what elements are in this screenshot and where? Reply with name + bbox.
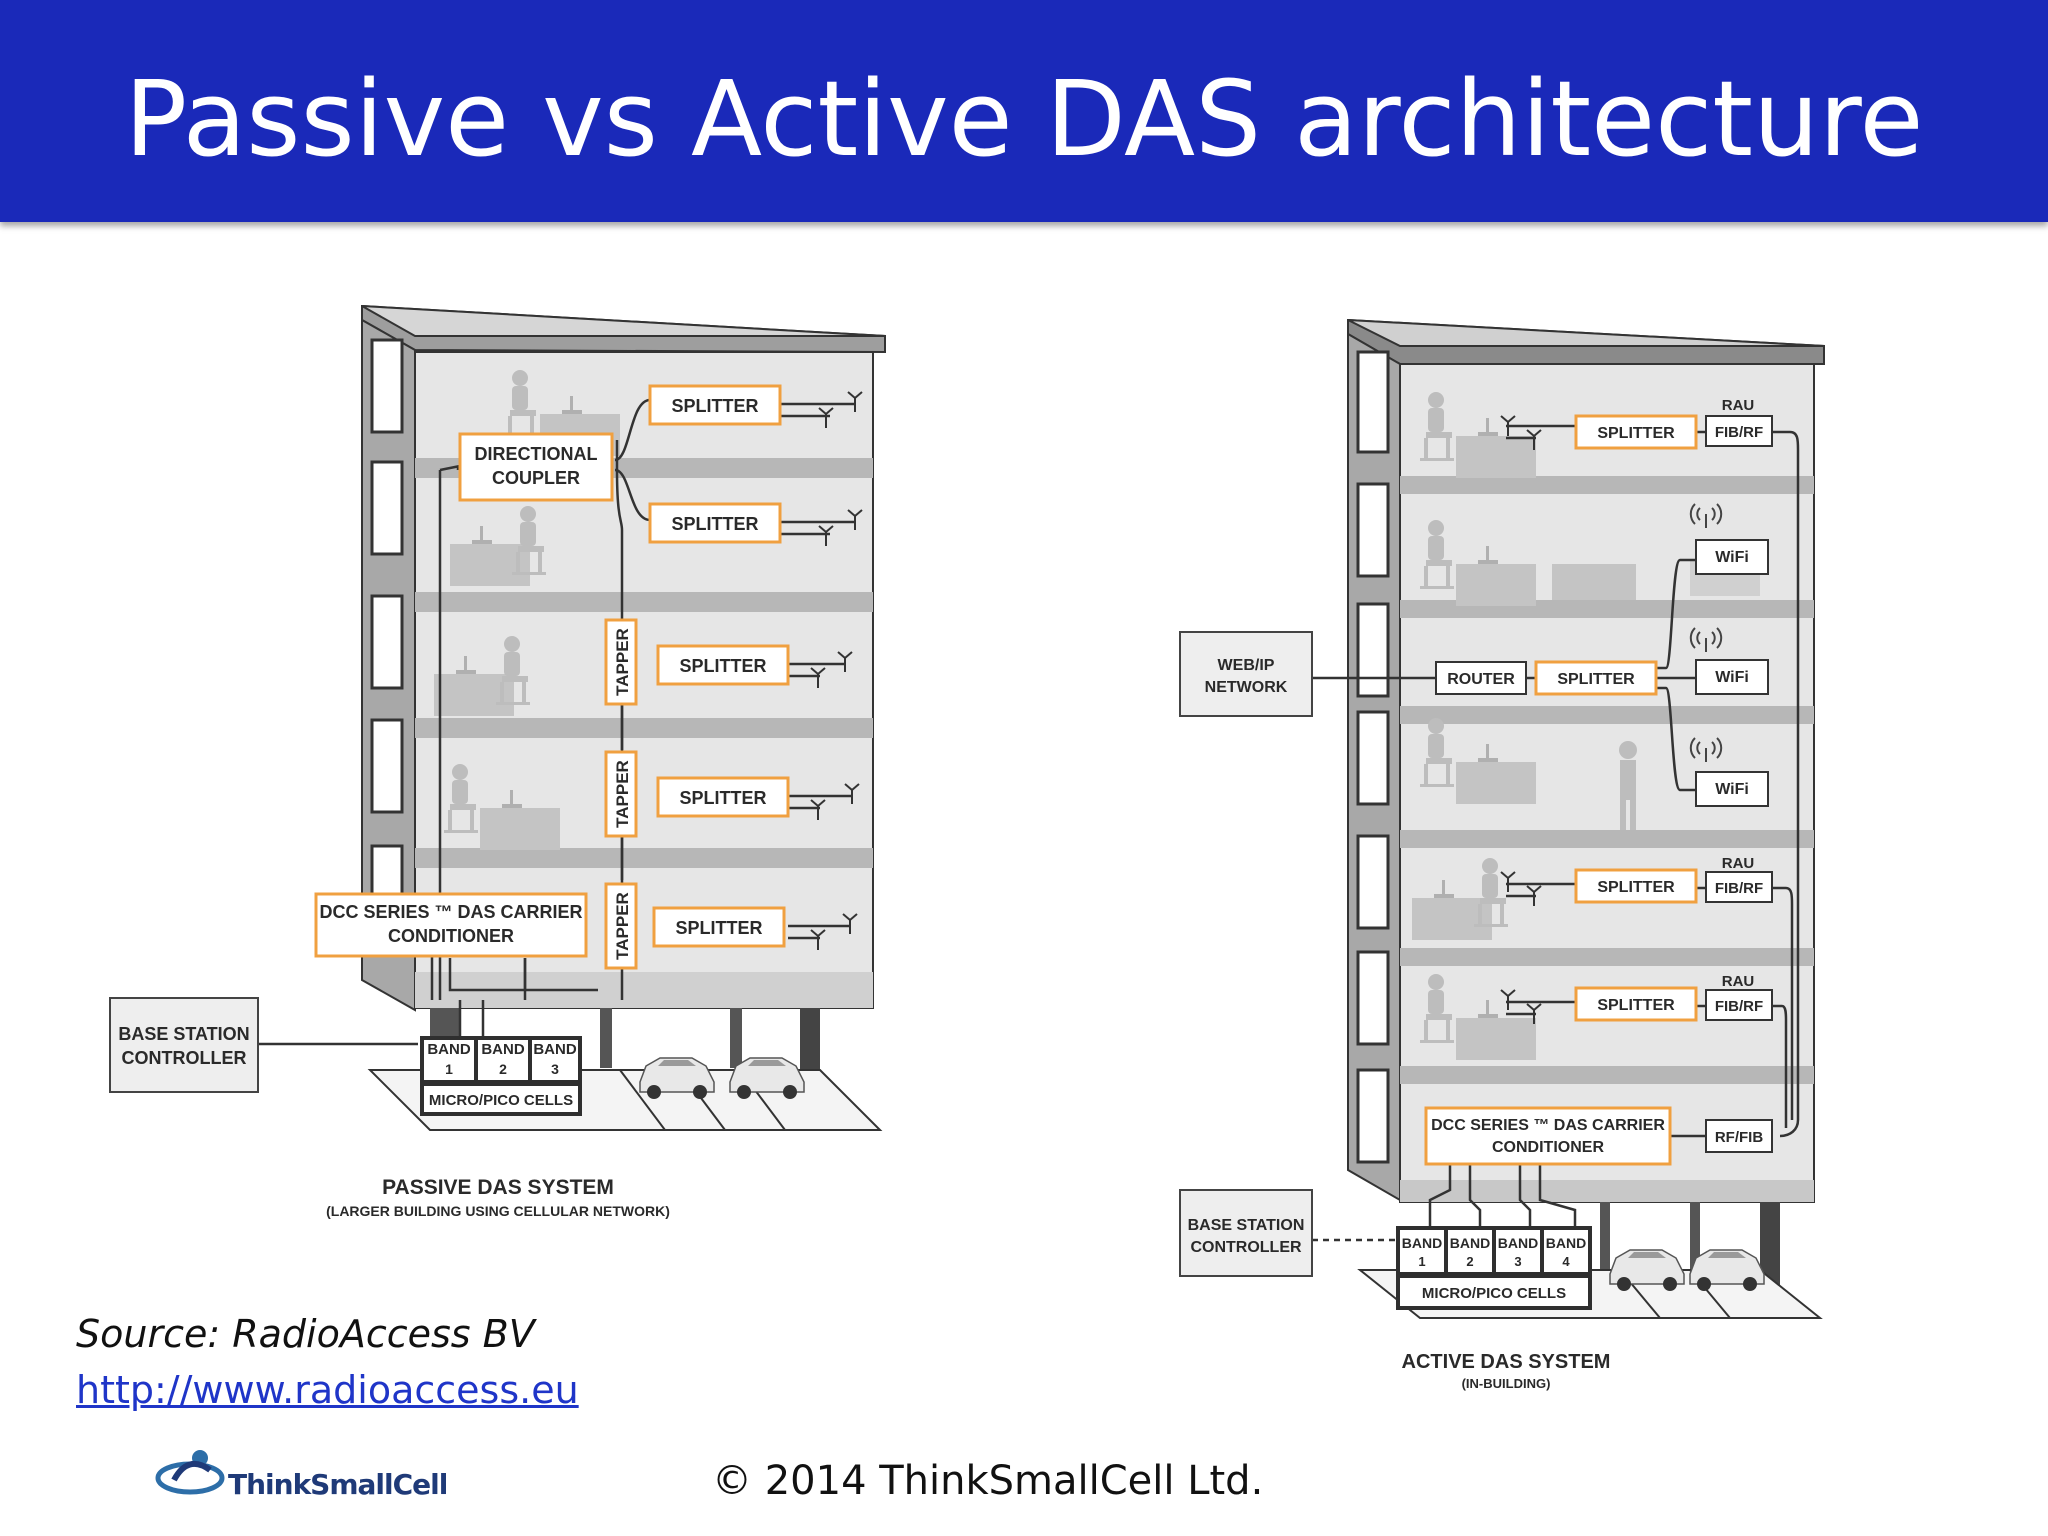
svg-text:FIB/RF: FIB/RF (1715, 998, 1763, 1015)
svg-text:BAND: BAND (481, 1041, 524, 1058)
svg-text:ROUTER: ROUTER (1447, 671, 1515, 688)
svg-text:TAPPER: TAPPER (613, 892, 632, 960)
active-wifi-3: WiFi (1695, 771, 1769, 807)
svg-text:NETWORK: NETWORK (1205, 679, 1288, 696)
passive-wiring (258, 398, 855, 1046)
svg-text:RAU: RAU (1722, 397, 1755, 414)
svg-text:BASE STATION: BASE STATION (1188, 1217, 1305, 1234)
svg-text:TAPPER: TAPPER (613, 760, 632, 828)
active-building (1347, 318, 1825, 1319)
svg-text:RAU: RAU (1722, 855, 1755, 872)
svg-text:FIB/RF: FIB/RF (1715, 424, 1763, 441)
active-splitter-2: SPLITTER (1534, 660, 1658, 696)
active-splitter-3: SPLITTER (1574, 868, 1698, 904)
svg-text:WiFi: WiFi (1715, 669, 1749, 686)
active-splitter-4: SPLITTER (1574, 986, 1698, 1022)
active-rau-1: RAU FIB/RF (1705, 397, 1773, 447)
passive-band-cells: BAND BAND BAND 1 2 3 MICRO/PICO CELLS (420, 1036, 582, 1116)
svg-text:CONDITIONER: CONDITIONER (1492, 1139, 1604, 1156)
active-subcaption: (IN-BUILDING) (1462, 1376, 1551, 1391)
passive-dcc-conditioner: DCC SERIES ™ DAS CARRIER CONDITIONER (314, 892, 588, 958)
svg-text:SPLITTER: SPLITTER (1557, 671, 1635, 688)
svg-text:SPLITTER: SPLITTER (675, 918, 762, 938)
svg-text:BASE STATION: BASE STATION (118, 1024, 249, 1044)
active-dcc-conditioner: DCC SERIES ™ DAS CARRIER CONDITIONER (1424, 1106, 1672, 1166)
active-caption: ACTIVE DAS SYSTEM (1402, 1351, 1611, 1373)
svg-text:MICRO/PICO CELLS: MICRO/PICO CELLS (1422, 1285, 1566, 1302)
active-wifi-1: WiFi (1695, 539, 1769, 575)
active-band-cells: BAND BAND BAND BAND 1 2 3 4 MICRO/PICO C… (1396, 1226, 1592, 1310)
passive-splitter-2: SPLITTER (648, 502, 782, 544)
svg-text:BAND: BAND (1402, 1235, 1442, 1251)
svg-text:BAND: BAND (427, 1041, 470, 1058)
svg-text:WiFi: WiFi (1715, 781, 1749, 798)
svg-text:COUPLER: COUPLER (492, 468, 580, 488)
svg-text:FIB/RF: FIB/RF (1715, 880, 1763, 897)
svg-text:RAU: RAU (1722, 973, 1755, 990)
svg-text:DCC SERIES ™ DAS CARRIER: DCC SERIES ™ DAS CARRIER (319, 902, 582, 922)
title-bar: Passive vs Active DAS architecture (0, 0, 2048, 222)
active-rf-fib: RF/FIB (1705, 1119, 1773, 1153)
copyright: © 2014 ThinkSmallCell Ltd. (712, 1458, 1264, 1504)
svg-text:2: 2 (499, 1061, 507, 1077)
passive-splitter-4: SPLITTER (656, 776, 790, 818)
svg-text:2: 2 (1466, 1254, 1473, 1269)
passive-splitter-1: SPLITTER (648, 384, 782, 426)
logo-swoosh-icon (155, 1450, 225, 1495)
svg-text:SPLITTER: SPLITTER (679, 788, 766, 808)
svg-text:SPLITTER: SPLITTER (679, 656, 766, 676)
svg-text:SPLITTER: SPLITTER (671, 396, 758, 416)
directional-coupler: DIRECTIONAL COUPLER (458, 432, 614, 502)
active-splitter-1: SPLITTER (1574, 414, 1698, 450)
logo-text: ThinkSmallCell (228, 1468, 448, 1501)
active-router: ROUTER (1435, 661, 1527, 695)
svg-text:DCC SERIES ™ DAS CARRIER: DCC SERIES ™ DAS CARRIER (1431, 1117, 1665, 1134)
svg-text:SPLITTER: SPLITTER (1597, 425, 1675, 442)
svg-text:BAND: BAND (1450, 1235, 1490, 1251)
passive-building (361, 304, 886, 1131)
svg-text:TAPPER: TAPPER (613, 628, 632, 696)
active-wifi-2: WiFi (1695, 659, 1769, 695)
passive-subcaption: (LARGER BUILDING USING CELLULAR NETWORK) (326, 1203, 670, 1219)
svg-text:3: 3 (551, 1061, 559, 1077)
svg-text:4: 4 (1562, 1254, 1570, 1269)
svg-text:SPLITTER: SPLITTER (671, 514, 758, 534)
passive-base-station-controller: BASE STATION CONTROLLER (109, 997, 259, 1093)
active-rau-3: RAU FIB/RF (1705, 973, 1773, 1021)
svg-text:WiFi: WiFi (1715, 549, 1749, 566)
svg-text:SPLITTER: SPLITTER (1597, 997, 1675, 1014)
svg-text:CONTROLLER: CONTROLLER (122, 1048, 247, 1068)
svg-text:DIRECTIONAL: DIRECTIONAL (475, 444, 598, 464)
tapper-1: TAPPER (604, 618, 638, 706)
tapper-3: TAPPER (604, 882, 638, 970)
active-web-ip-network: WEB/IP NETWORK (1179, 631, 1313, 717)
passive-splitter-3: SPLITTER (656, 644, 790, 686)
svg-text:1: 1 (445, 1061, 453, 1077)
passive-splitter-5: SPLITTER (652, 906, 786, 948)
passive-caption: PASSIVE DAS SYSTEM (382, 1176, 614, 1199)
svg-text:BAND: BAND (1546, 1235, 1586, 1251)
source-text: Source: RadioAccess BV (76, 1312, 535, 1356)
svg-text:CONDITIONER: CONDITIONER (388, 926, 514, 946)
active-rau-2: RAU FIB/RF (1705, 855, 1773, 903)
active-base-station-controller: BASE STATION CONTROLLER (1179, 1189, 1313, 1277)
svg-text:BAND: BAND (533, 1041, 576, 1058)
svg-text:3: 3 (1514, 1254, 1521, 1269)
svg-text:RF/FIB: RF/FIB (1715, 1129, 1763, 1146)
svg-text:SPLITTER: SPLITTER (1597, 879, 1675, 896)
svg-text:CONTROLLER: CONTROLLER (1190, 1239, 1302, 1256)
svg-text:BAND: BAND (1498, 1235, 1538, 1251)
slide-title: Passive vs Active DAS architecture (124, 58, 1924, 180)
source-link[interactable]: http://www.radioaccess.eu (76, 1368, 579, 1412)
svg-text:MICRO/PICO CELLS: MICRO/PICO CELLS (429, 1092, 573, 1109)
thinksmallcell-logo: ThinkSmallCell (154, 1440, 474, 1510)
tapper-2: TAPPER (604, 750, 638, 838)
active-wiring (1312, 424, 1800, 1242)
svg-text:WEB/IP: WEB/IP (1218, 657, 1275, 674)
svg-text:1: 1 (1418, 1254, 1425, 1269)
